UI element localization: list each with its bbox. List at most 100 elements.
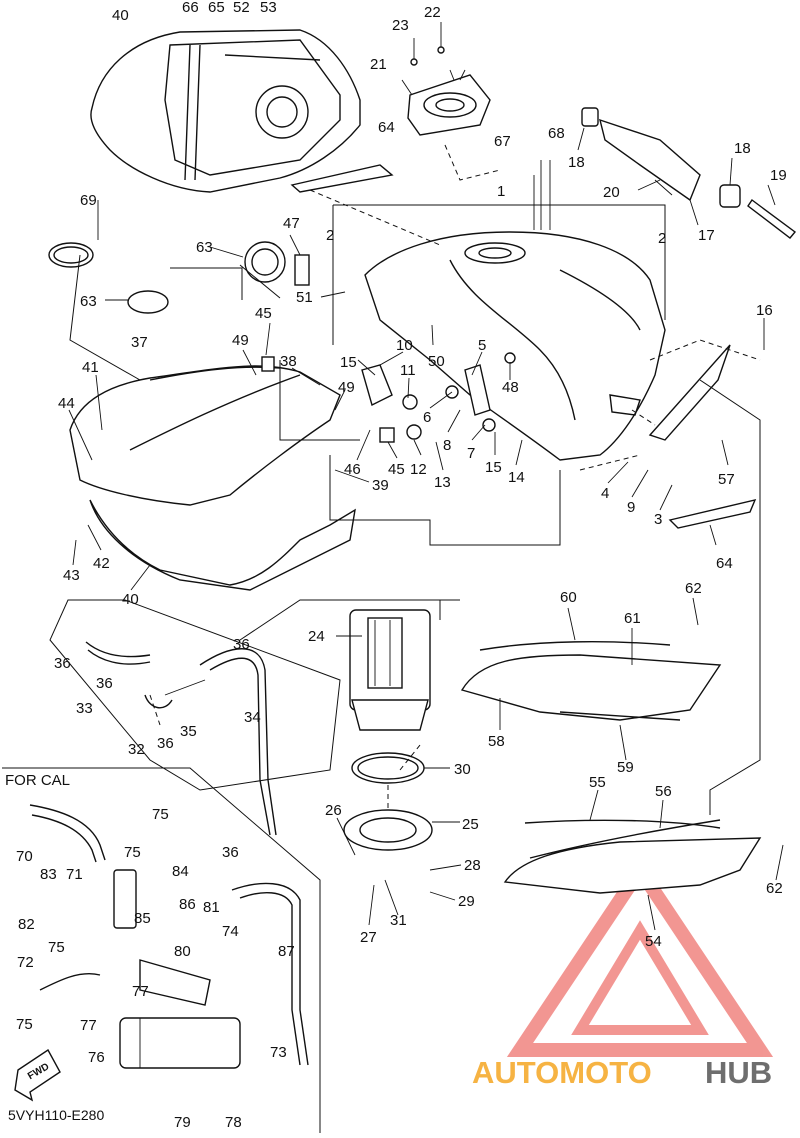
callout-4: 4 <box>601 485 609 502</box>
callout-50: 50 <box>428 353 445 370</box>
callout-74: 74 <box>222 923 239 940</box>
callout-75: 75 <box>48 939 65 956</box>
callout-30: 30 <box>454 761 471 778</box>
callout-38: 38 <box>280 353 297 370</box>
callout-77: 77 <box>80 1017 97 1034</box>
callout-51: 51 <box>296 289 313 306</box>
callout-28: 28 <box>464 857 481 874</box>
callout-7: 7 <box>467 445 475 462</box>
callout-10: 10 <box>396 337 413 354</box>
fuel-cap-part <box>407 22 491 136</box>
callout-33: 33 <box>76 700 93 717</box>
callout-80: 80 <box>174 943 191 960</box>
callout-78: 78 <box>225 1114 242 1131</box>
emblem-part <box>48 241 286 314</box>
fwd-arrow-icon <box>14 1048 61 1102</box>
watermark-text-gray: HUB <box>705 1055 772 1090</box>
callout-3: 3 <box>654 511 662 528</box>
inset-for-cal <box>2 767 321 1133</box>
callout-45: 45 <box>388 461 405 478</box>
callout-46: 46 <box>344 461 361 478</box>
callout-49: 49 <box>232 332 249 349</box>
callout-85: 85 <box>134 910 151 927</box>
callout-61: 61 <box>624 610 641 627</box>
callout-84: 84 <box>172 863 189 880</box>
callout-6: 6 <box>423 409 431 426</box>
callout-12: 12 <box>410 461 427 478</box>
fuel-tank-part <box>364 231 666 461</box>
callout-18: 18 <box>568 154 585 171</box>
callout-44: 44 <box>58 395 75 412</box>
callout-76: 76 <box>88 1049 105 1066</box>
callout-75: 75 <box>124 844 141 861</box>
callout-75: 75 <box>16 1016 33 1033</box>
callout-63: 63 <box>196 239 213 256</box>
callout-83: 83 <box>40 866 57 883</box>
callout-59: 59 <box>617 759 634 776</box>
callout-75: 75 <box>152 806 169 823</box>
bracket-parts <box>261 254 516 443</box>
callout-numbers: 40 66 65 52 53 23 22 21 64 67 68 18 18 1… <box>5 0 787 1131</box>
side-panel-54 <box>503 819 762 894</box>
callout-15: 15 <box>485 459 502 476</box>
callout-16: 16 <box>756 302 773 319</box>
callout-29: 29 <box>458 893 475 910</box>
callout-82: 82 <box>18 916 35 933</box>
callout-2: 2 <box>326 227 334 244</box>
callout-40: 40 <box>122 591 139 608</box>
trim-64 <box>290 164 757 529</box>
callout-36: 36 <box>157 735 174 752</box>
callout-70: 70 <box>16 848 33 865</box>
callout-63: 63 <box>80 293 97 310</box>
callout-25: 25 <box>462 816 479 833</box>
callout-48: 48 <box>502 379 519 396</box>
callout-2: 2 <box>658 230 666 247</box>
callout-87: 87 <box>278 943 295 960</box>
callout-81: 81 <box>203 899 220 916</box>
callout-64: 64 <box>378 119 395 136</box>
callout-leads <box>68 69 784 931</box>
callout-21: 21 <box>370 56 387 73</box>
callout-43: 43 <box>63 567 80 584</box>
fuel-pump-part <box>349 609 431 731</box>
callout-23: 23 <box>392 17 409 34</box>
callout-47: 47 <box>283 215 300 232</box>
callout-26: 26 <box>325 802 342 819</box>
callout-18: 18 <box>734 140 751 157</box>
callout-86: 86 <box>179 896 196 913</box>
callout-54: 54 <box>645 933 662 950</box>
callout-60: 60 <box>560 589 577 606</box>
callout-71: 71 <box>66 866 83 883</box>
callout-66: 66 <box>182 0 199 16</box>
callout-68: 68 <box>548 125 565 142</box>
callout-69: 69 <box>80 192 97 209</box>
callout-64: 64 <box>716 555 733 572</box>
callout-19: 19 <box>770 167 787 184</box>
callout-49: 49 <box>338 379 355 396</box>
callout-52: 52 <box>233 0 250 16</box>
callout-67: 67 <box>494 133 511 150</box>
callout-58: 58 <box>488 733 505 750</box>
callout-65: 65 <box>208 0 225 16</box>
callout-42: 42 <box>93 555 110 572</box>
callout-37: 37 <box>131 334 148 351</box>
callout-24: 24 <box>308 628 325 645</box>
callout-36: 36 <box>54 655 71 672</box>
callout-36: 36 <box>222 844 239 861</box>
callout-27: 27 <box>360 929 377 946</box>
side-panel-58 <box>460 641 722 721</box>
gasket-part <box>343 752 433 851</box>
callout-53: 53 <box>260 0 277 16</box>
callout-15: 15 <box>340 354 357 371</box>
callout-22: 22 <box>424 4 441 21</box>
callout-20: 20 <box>603 184 620 201</box>
seat-tray-part <box>90 29 361 193</box>
callout-36: 36 <box>233 636 250 653</box>
side-cover-part <box>69 365 356 591</box>
callout-31: 31 <box>390 912 407 929</box>
callout-45: 45 <box>255 305 272 322</box>
callout-72: 72 <box>17 954 34 971</box>
callout-55: 55 <box>589 774 606 791</box>
callout-17: 17 <box>698 227 715 244</box>
